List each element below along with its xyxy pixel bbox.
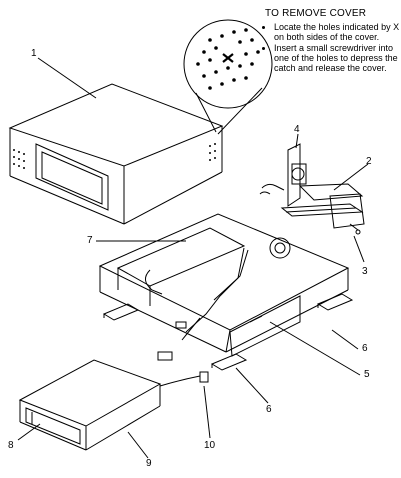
callout-3: 3: [362, 266, 368, 277]
callout-5: 5: [364, 369, 370, 380]
callout-2: 2: [366, 156, 372, 167]
instruction-step-2: Insert a small screwdriver into one of t…: [274, 43, 400, 73]
rear-panel-assembly: [259, 143, 365, 235]
callout-7: 7: [87, 235, 93, 246]
callout-9: 9: [146, 458, 152, 469]
callout-1: 1: [31, 48, 37, 59]
instructions-list: Locate the holes indicated by X on both …: [262, 22, 400, 73]
cover: [8, 83, 224, 225]
chassis: [98, 213, 354, 371]
hole-detail-magnifier: [183, 19, 273, 135]
callout-4: 4: [294, 124, 300, 135]
callout-6a: 6: [362, 343, 368, 354]
callout-6b: 6: [266, 404, 272, 415]
instruction-step-1: Locate the holes indicated by X on both …: [274, 22, 400, 42]
callout-10: 10: [204, 440, 216, 451]
instructions-title: TO REMOVE COVER: [265, 8, 367, 19]
remove-cover-instructions: TO REMOVE COVER Locate the holes indicat…: [262, 8, 400, 74]
drive-unit: [18, 359, 209, 451]
leader-lines: [17, 57, 369, 459]
callout-8: 8: [8, 440, 14, 451]
